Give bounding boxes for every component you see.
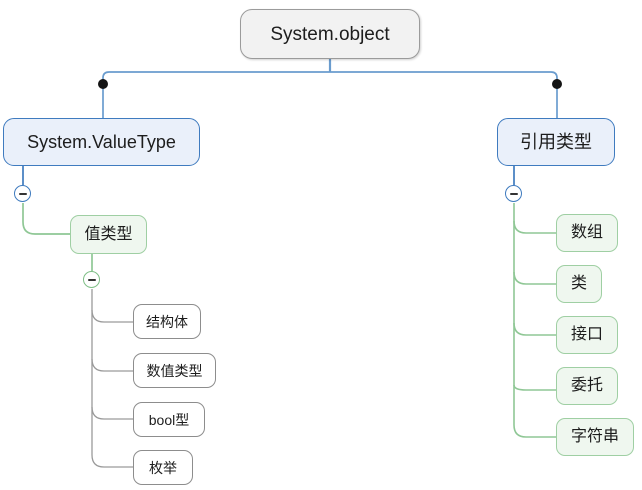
node-root-system-object[interactable]: System.object (240, 9, 420, 59)
node-array[interactable]: 数组 (556, 214, 618, 252)
junction-dot-left (98, 79, 108, 89)
minus-icon (87, 278, 96, 281)
node-label: System.ValueType (27, 132, 176, 152)
node-label: 数组 (570, 224, 603, 241)
minus-icon (18, 192, 27, 195)
edge-reftype-child-4 (513, 384, 556, 391)
node-enum[interactable]: 枚举 (133, 450, 193, 485)
node-bool-type[interactable]: bool型 (133, 402, 205, 437)
edge-root-bus (102, 71, 558, 86)
edge-reftype-child-3 (513, 322, 556, 336)
node-string[interactable]: 字符串 (556, 418, 634, 456)
edge-value-child-2 (91, 358, 133, 372)
node-label: 接口 (570, 326, 603, 343)
edge-value-child-3 (91, 406, 133, 420)
node-system-valuetype[interactable]: System.ValueType (3, 118, 200, 166)
node-interface[interactable]: 接口 (556, 316, 618, 354)
minus-icon (509, 192, 518, 195)
node-label: 值类型 (84, 225, 133, 243)
node-class[interactable]: 类 (556, 265, 602, 303)
edge-valuetype-to-value (22, 203, 70, 235)
collapse-toggle-valuetype[interactable] (14, 185, 31, 202)
edge-value-trunk (91, 289, 133, 468)
collapse-toggle-reference-type[interactable] (505, 185, 522, 202)
edge-value-child-1 (91, 309, 133, 323)
node-label: 引用类型 (520, 132, 592, 152)
node-label: 枚举 (149, 459, 177, 476)
collapse-toggle-value-type[interactable] (83, 271, 100, 288)
node-label: bool型 (148, 411, 190, 428)
junction-dot-right (552, 79, 562, 89)
edge-reftype-child-1 (513, 220, 556, 234)
node-numeric-type[interactable]: 数值类型 (133, 353, 216, 388)
node-label: 数值类型 (146, 362, 203, 379)
node-label: 字符串 (570, 428, 619, 445)
node-reference-type[interactable]: 引用类型 (497, 118, 615, 166)
node-label: System.object (270, 23, 390, 45)
node-value-type[interactable]: 值类型 (70, 215, 147, 254)
edge-reftype-child-2 (513, 271, 556, 285)
node-label: 类 (570, 275, 587, 292)
node-label: 结构体 (146, 313, 188, 330)
node-struct[interactable]: 结构体 (133, 304, 201, 339)
node-delegate[interactable]: 委托 (556, 367, 618, 405)
node-label: 委托 (570, 377, 603, 394)
edge-reftype-trunk (513, 203, 556, 438)
